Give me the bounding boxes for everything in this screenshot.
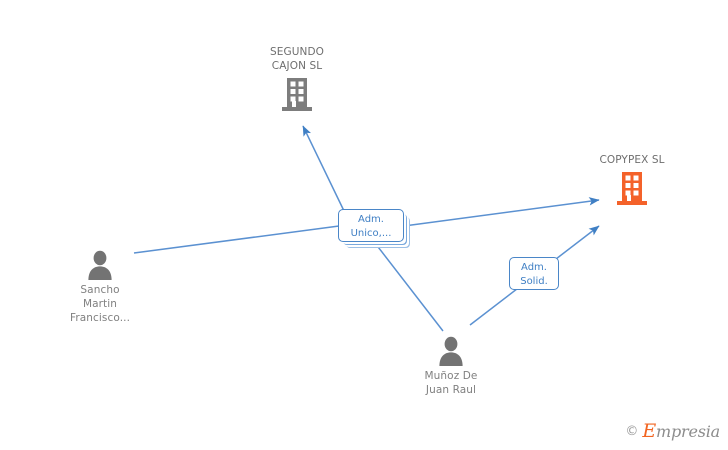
edge-label-adm-solid[interactable]: Adm. Solid. [509,257,559,290]
brand-initial: E [642,420,656,442]
node-munoz-de-juan-raul[interactable]: Muñoz De Juan Raul [386,336,516,397]
node-label-munoz-de-juan-raul: Muñoz De Juan Raul [424,370,478,396]
node-label-copypex-sl: COPYPEX SL [599,154,665,166]
person-icon [88,250,112,280]
brand-rest: mpresia [656,422,720,441]
node-sancho-martin-francisco[interactable]: Sancho Martin Francisco... [35,250,165,325]
building-icon [617,172,647,205]
node-label-segundo-cajon-sl: SEGUNDO CAJON SL [269,46,325,72]
building-icon [282,78,312,111]
node-label-sancho-martin-francisco: Sancho Martin Francisco... [69,284,131,324]
edge-sancho-to-unico [133,225,340,254]
person-icon [439,336,463,366]
copyright-icon: © [625,423,639,439]
edge-unico-to-copypex [403,197,600,227]
edge-label-adm-unico[interactable]: Adm. Unico,... [338,209,404,242]
node-segundo-cajon-sl[interactable]: SEGUNDO CAJON SL [232,45,362,113]
empresia-watermark: © Empresia [625,420,720,442]
edge-munoz-to-unico [374,242,444,332]
edge-unico-to-segundo-cajon [302,125,346,214]
brand-name: Empresia [642,420,720,442]
node-copypex-sl[interactable]: COPYPEX SL [567,153,697,207]
